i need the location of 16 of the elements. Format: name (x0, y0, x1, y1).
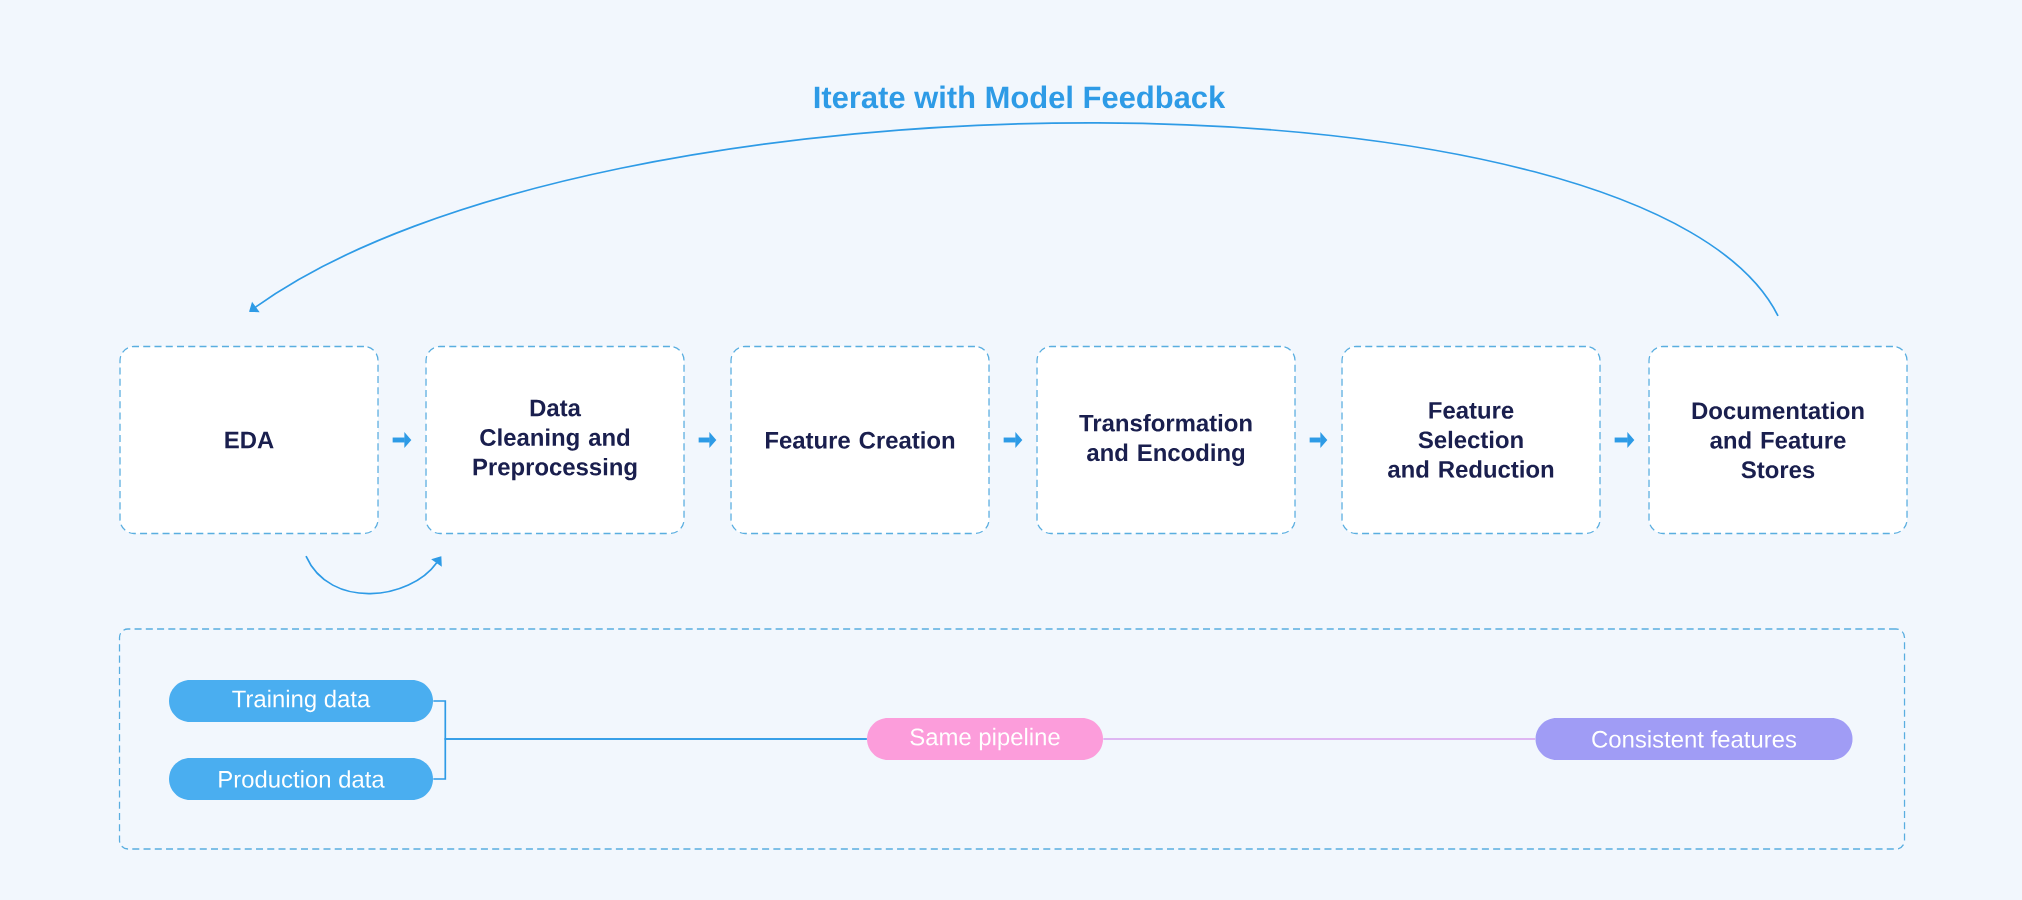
pill-tag: Same pipeline (867, 718, 1103, 760)
pill-tag: Training data (169, 680, 433, 722)
dashed-frame (118, 628, 1906, 850)
step-box: Feature Creation (730, 345, 990, 535)
step-box: Transformation and Encoding (1036, 345, 1296, 535)
pill-tag: Consistent features (1535, 718, 1853, 760)
pill-tag: Production data (169, 758, 433, 800)
edge-label: Iterate with Model Feedback (809, 82, 1229, 112)
step-box: Documentation and Feature Stores (1648, 345, 1908, 535)
step-box: Feature Selection and Reduction (1341, 345, 1601, 535)
step-box: Data Cleaning and Preprocessing (425, 345, 685, 535)
curved-arrow (249, 122, 1779, 317)
curved-arrow (305, 555, 442, 595)
connector-line (432, 738, 868, 780)
connector-line (1102, 738, 1537, 740)
step-box: EDA (119, 345, 379, 535)
